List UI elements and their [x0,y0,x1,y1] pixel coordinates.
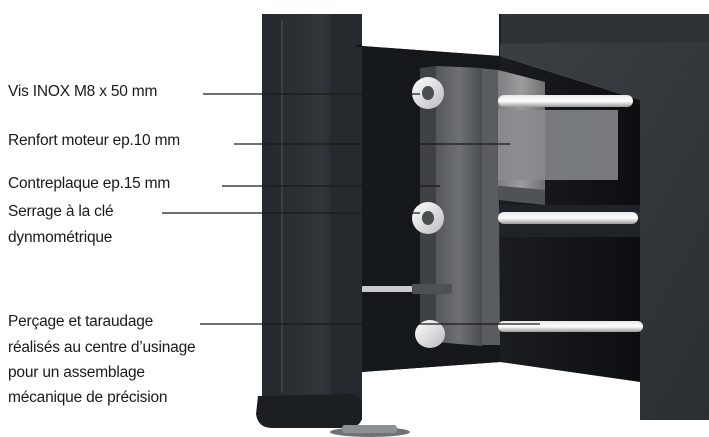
label-torque-line1: Serrage à la clé [8,203,114,220]
inox-screws [412,77,445,348]
label-motor-reinforcement: Renfort moteur ep.10 mm [8,132,181,149]
housing-right-panel [500,44,709,420]
label-drilling-line4: mécanique de précision [8,389,168,406]
label-drilling-line3: pour un assemblage [8,364,145,381]
label-drilling-line1: Perçage et taraudage [8,313,154,330]
label-plywood: Contreplaque ep.15 mm [8,175,171,192]
leader-lines [162,93,540,325]
label-drilling-line2: réalisés au centre d’usinage [8,339,196,356]
frame-pillar [262,14,362,420]
label-torque-line2: dynmométrique [8,229,113,246]
frame-foot [256,394,410,437]
label-inox-screw: Vis INOX M8 x 50 mm [8,83,158,100]
